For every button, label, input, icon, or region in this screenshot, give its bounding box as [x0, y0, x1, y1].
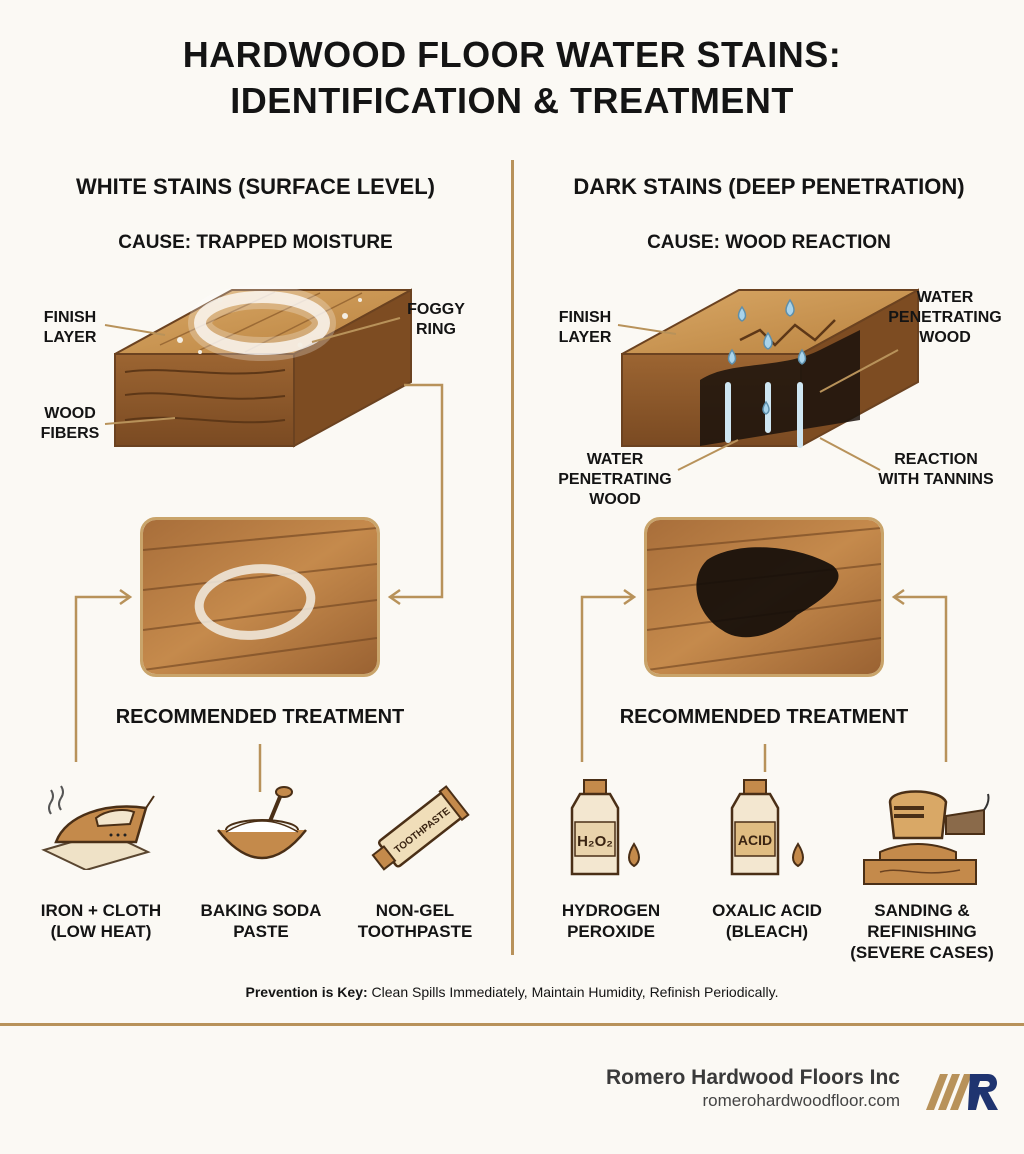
prevention-note: Prevention is Key: Clean Spills Immediat…: [0, 984, 1024, 1000]
title-line-2: IDENTIFICATION & TREATMENT: [230, 80, 794, 121]
white-flow-arrows: [74, 383, 444, 792]
dark-treatment-heading: RECOMMENDED TREATMENT: [619, 706, 909, 728]
brand-url[interactable]: romerohardwoodfloor.com: [702, 1091, 900, 1110]
water-drops: [727, 298, 807, 415]
dark-cause: CAUSE: WOOD REACTION: [647, 232, 891, 253]
column-divider: [511, 160, 514, 955]
iron-icon: [41, 785, 155, 870]
orbital-sander-icon: [863, 790, 990, 885]
peroxide-text: H₂O₂: [577, 833, 613, 850]
acid-bottle-icon: ACID: [730, 779, 804, 876]
acid-text: ACID: [738, 832, 772, 848]
caption-oxalic-acid: OXALIC ACID(BLEACH): [712, 901, 822, 941]
white-stain-photo: [140, 517, 380, 677]
page-title: HARDWOOD FLOOR WATER STAINS: IDENTIFICAT…: [0, 32, 1024, 124]
footer-divider: [0, 1023, 1024, 1026]
title-line-1: HARDWOOD FLOOR WATER STAINS:: [182, 34, 842, 75]
caption-iron-cloth: IRON + CLOTH(LOW HEAT): [40, 901, 162, 941]
romero-logo-icon: [926, 1074, 998, 1110]
dark-stain-wood-block: [621, 288, 919, 448]
baking-soda-bowl-icon: [217, 786, 307, 860]
prevention-text: Clean Spills Immediately, Maintain Humid…: [367, 984, 779, 1000]
toothpaste-tube-icon: TOOTHPASTE: [371, 785, 470, 871]
prevention-lead: Prevention is Key:: [245, 984, 368, 1000]
white-cause: CAUSE: TRAPPED MOISTURE: [118, 232, 393, 253]
peroxide-bottle-icon: H₂O₂: [570, 779, 640, 876]
dark-stain-photo: [644, 517, 884, 677]
dark-flow-arrows: [580, 588, 948, 772]
white-stain-wood-block: [114, 285, 412, 448]
white-treatment-heading: RECOMMENDED TREATMENT: [115, 706, 405, 728]
white-stains-heading: WHITE STAINS (SURFACE LEVEL): [76, 174, 435, 199]
dark-stains-heading: DARK STAINS (DEEP PENETRATION): [573, 174, 965, 199]
caption-sanding: SANDING &REFINISHING(SEVERE CASES): [850, 901, 994, 962]
brand-name: Romero Hardwood Floors Inc: [605, 1066, 900, 1089]
